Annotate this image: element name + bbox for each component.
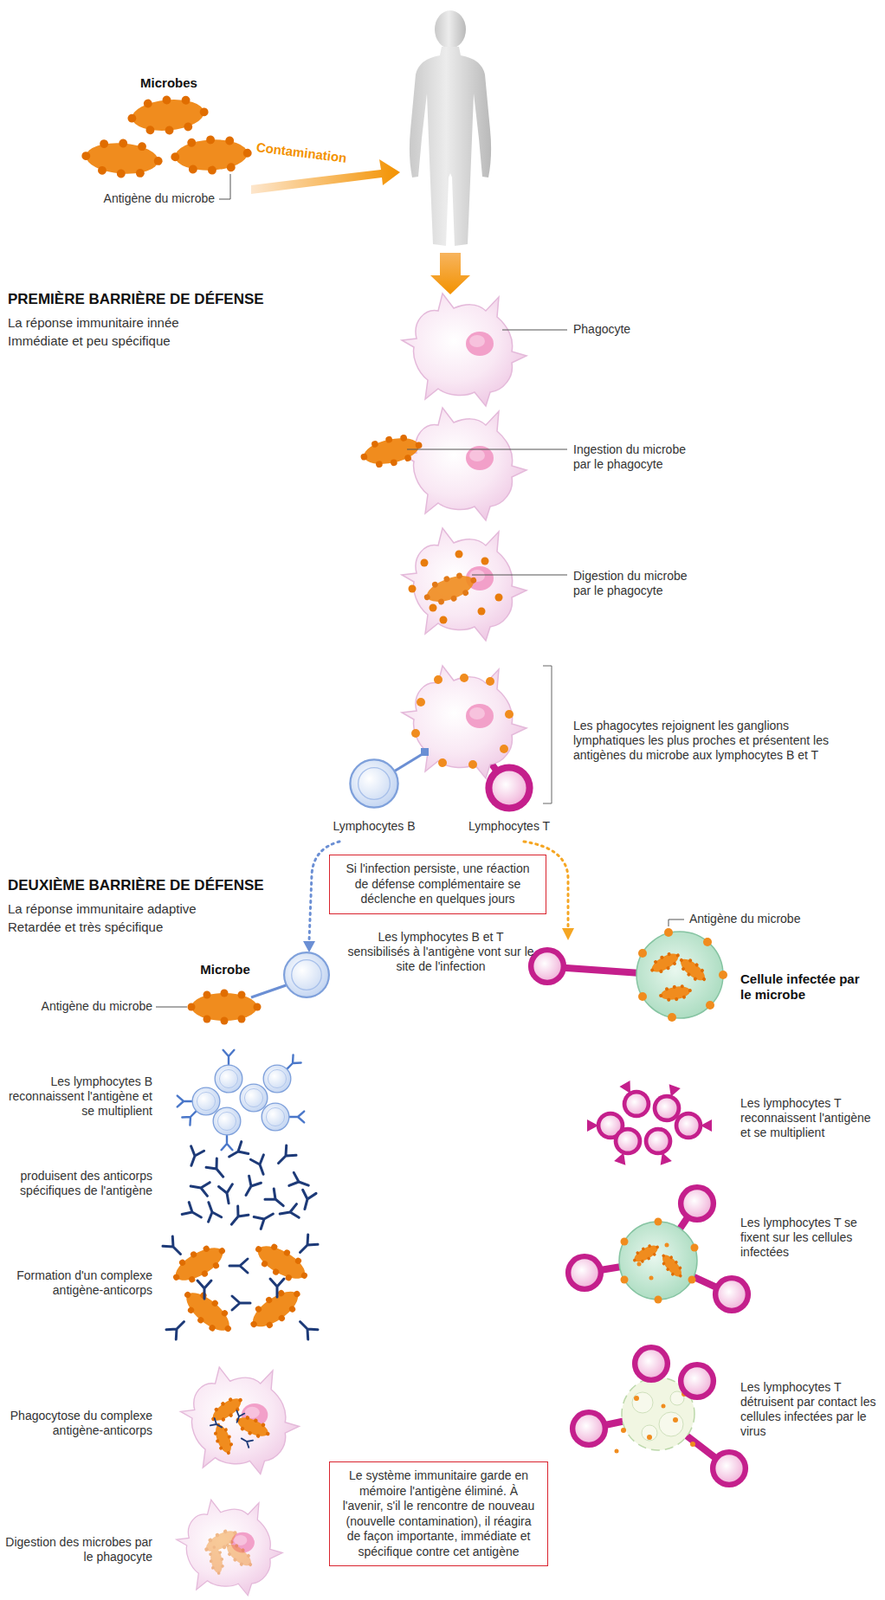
step-label: Les phagocytes rejoignent les ganglions … [573, 718, 839, 763]
infected-cell [619, 1221, 698, 1300]
note-text: Si l'infection persiste, une réaction de… [337, 861, 538, 908]
part-label: Antigène du microbe [51, 191, 215, 207]
step-label: Les lymphocytes B et T sensibilisés à l'… [345, 930, 537, 975]
receptor [420, 748, 429, 756]
leader-line [502, 329, 568, 331]
microbe [419, 567, 481, 612]
b-receptors [177, 1050, 304, 1150]
antigen-dots [411, 673, 514, 769]
note-text: Le système immunitaire garde en mémoire … [337, 1468, 540, 1560]
section-subtitle: La réponse immunitaire innée [7, 315, 337, 331]
infected-cell [636, 931, 724, 1019]
part-label: Lymphocytes T [452, 819, 566, 834]
section-subtitle: Retardée et très spécifique [7, 919, 294, 936]
b-lymphocyte [349, 759, 398, 808]
leader-line [406, 449, 568, 451]
arrow-label: Contamination [255, 139, 378, 170]
t-receptors [587, 1080, 712, 1166]
phagocyte [180, 1367, 300, 1475]
human-figure [409, 10, 491, 246]
leader-line [155, 1007, 188, 1008]
step-label: Formation d'un complexe antigène-anticor… [3, 1268, 153, 1299]
section-subtitle: La réponse immunitaire adaptive [7, 901, 294, 918]
phagocyte [401, 293, 527, 407]
step-label: Ingestion du microbe par le phagocyte [573, 442, 704, 472]
leader-line [219, 174, 231, 200]
section-title: PREMIÈRE BARRIÈRE DE DÉFENSE [7, 290, 337, 310]
part-label: Phagocyte [573, 322, 747, 337]
microbe-group [629, 1240, 687, 1282]
phagocyte [176, 1499, 283, 1596]
digested-microbes [200, 1524, 257, 1577]
antigen-antibody-complex [162, 1234, 318, 1342]
step-label: produisent des anticorps spécifiques de … [3, 1169, 153, 1199]
t-lymphocyte [484, 763, 533, 812]
phagocyte [401, 407, 527, 521]
antigen-dots [408, 550, 504, 625]
microbe-group [80, 91, 253, 181]
part-label: Lymphocytes B [317, 819, 431, 834]
section-title: DEUXIÈME BARRIÈRE DE DÉFENSE [7, 877, 337, 896]
step-label: Les lymphocytes T se fixent sur les cell… [740, 1215, 882, 1260]
step-label: Digestion du microbe par le phagocyte [573, 568, 704, 599]
phagocyte [401, 665, 527, 779]
leader-line [668, 919, 685, 927]
microbe-group [646, 947, 711, 1004]
part-label: Antigène du microbe [3, 999, 153, 1015]
step-label: Digestion des microbes par le phagocyte [3, 1535, 153, 1565]
microbe [357, 429, 426, 472]
arrowhead [562, 928, 575, 941]
t-lymphocytes [569, 1344, 749, 1488]
antigen-dots [638, 928, 728, 1022]
microbe [187, 989, 262, 1026]
b-lymphocyte [284, 952, 330, 998]
antibodies [181, 1142, 317, 1230]
phagocyte [401, 528, 527, 641]
receptor [554, 967, 641, 974]
antigen-dots [620, 1218, 699, 1305]
note-box: Si l'infection persiste, une réaction de… [329, 854, 547, 915]
group-title: Microbes [125, 75, 213, 91]
b-lymphocyte-cluster [192, 1065, 291, 1136]
bracket [542, 665, 552, 804]
receptor [251, 983, 291, 998]
note-box: Le système immunitaire garde en mémoire … [329, 1461, 549, 1567]
part-label: Antigène du microbe [689, 911, 863, 927]
step-label: Les lymphocytes B reconnaissent l'antigè… [3, 1074, 153, 1119]
engulfed-complex [206, 1391, 274, 1458]
step-label: Les lymphocytes T détruisent par contact… [740, 1380, 882, 1440]
t-lymphocyte-cluster [596, 1090, 704, 1157]
down-arrow [430, 252, 471, 295]
section-subtitle: Immédiate et peu spécifique [7, 333, 337, 349]
part-label: Microbe [181, 962, 269, 978]
step-label: Phagocytose du complexe antigène-anticor… [3, 1408, 153, 1439]
leader-line [471, 574, 568, 576]
contamination-arrow [251, 159, 401, 194]
t-lymphocytes [565, 1184, 751, 1314]
part-label: Cellule infectée par le microbe [740, 971, 862, 1004]
step-label: Les lymphocytes T reconnaissent l'antigè… [740, 1096, 882, 1141]
arrowhead [303, 941, 316, 953]
